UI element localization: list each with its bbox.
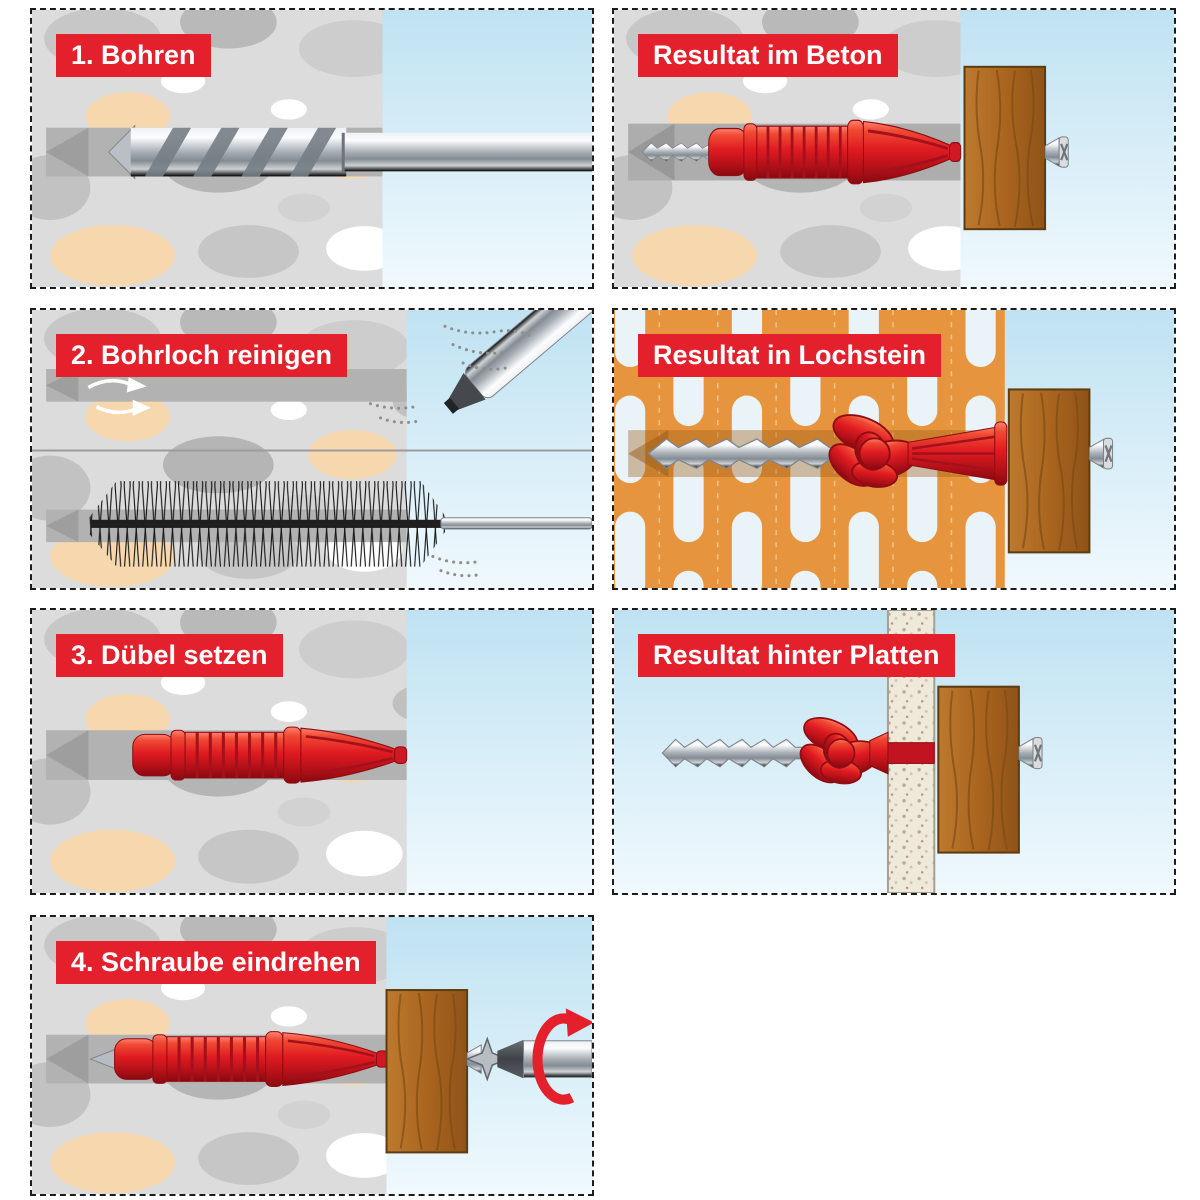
panel-step-3: 3. Dübel setzen <box>30 608 594 895</box>
wood-board-icon <box>385 989 469 1154</box>
panel-result-behind-panel: Resultat hinter Platten <box>612 608 1176 895</box>
step-label: 3. Dübel setzen <box>56 634 283 678</box>
wood-board-icon <box>1007 388 1091 554</box>
step-label: 4. Schraube eindrehen <box>56 941 376 985</box>
wood-board-icon <box>963 65 1047 231</box>
result-label: Resultat hinter Platten <box>638 634 955 678</box>
wood-board-icon <box>937 685 1020 854</box>
cleaning-brush-icon <box>84 481 592 567</box>
drilling-illustration <box>32 10 592 287</box>
panel-result-hollow-brick: Resultat in Lochstein <box>612 308 1176 590</box>
panel-step-2: 2. Bohrloch reinigen <box>30 308 594 590</box>
result-label: Resultat im Beton <box>638 34 898 78</box>
dust-particles-icon <box>368 324 536 578</box>
panel-result-concrete: Resultat im Beton <box>612 8 1176 289</box>
blowout-pump-icon <box>443 310 592 414</box>
step-label: 1. Bohren <box>56 34 211 78</box>
anchor-knot-icon <box>821 406 1008 495</box>
panel-step-4: 4. Schraube eindrehen <box>30 915 594 1196</box>
drill-bit-icon <box>107 124 592 180</box>
rotation-arrow-icon <box>532 1008 592 1105</box>
air-swirl-arrows-icon <box>87 377 151 416</box>
result-label: Resultat in Lochstein <box>638 334 942 378</box>
screwdriver-icon <box>465 1036 592 1082</box>
anchor-knot-icon <box>792 709 935 791</box>
step-label: 2. Bohrloch reinigen <box>56 334 348 378</box>
panel-step-1: 1. Bohren <box>30 8 594 289</box>
